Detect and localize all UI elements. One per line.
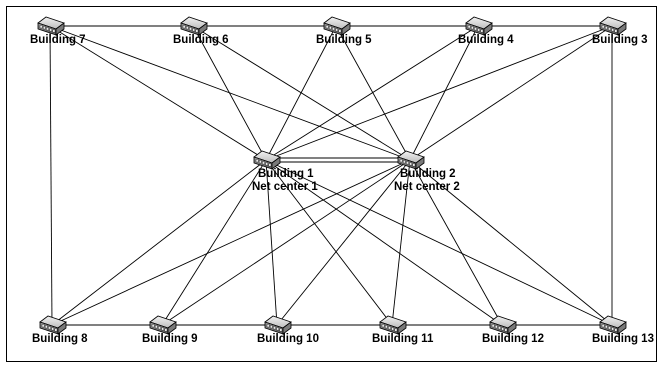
node-label: Building 10 — [257, 333, 319, 345]
nodes-layer: Building 7 Building 6 Building 5 Building 4… — [30, 16, 654, 345]
node-label: Building 4 — [458, 34, 514, 46]
links-layer — [49, 25, 613, 326]
link-b2-b13 — [409, 159, 613, 326]
link-b1-b9 — [161, 159, 267, 326]
node-building-12: Building 12 — [482, 315, 544, 345]
switch-icon — [253, 150, 281, 170]
node-label: Building 13 — [592, 333, 654, 345]
node-building-3: Building 3 — [592, 16, 648, 46]
link-b2-b7 — [49, 25, 411, 161]
switch-icon — [489, 315, 517, 335]
node-building-6: Building 6 — [173, 16, 229, 46]
node-label: Building 3 — [592, 34, 648, 46]
switch-icon — [379, 315, 407, 335]
switch-icon — [149, 315, 177, 335]
node-label: Building 5 — [316, 34, 372, 46]
link-b1-b13 — [265, 159, 613, 326]
switch-icon — [37, 16, 65, 36]
node-building-11: Building 11 — [372, 315, 434, 345]
node-building-8: Building 8 — [32, 315, 88, 345]
node-label: Building 2 — [400, 168, 456, 180]
node-building-13: Building 13 — [592, 315, 654, 345]
diagram-frame — [6, 6, 657, 362]
link-b2-b3 — [409, 25, 613, 161]
node-label: Building 12 — [482, 333, 544, 345]
switch-icon — [465, 16, 493, 36]
node-label: Building 6 — [173, 34, 229, 46]
node-sublabel: Net center 1 — [252, 181, 318, 193]
node-label: Building 11 — [372, 333, 434, 345]
link-b7-b8 — [49, 25, 53, 326]
link-b1-b10 — [265, 159, 278, 326]
node-label: Building 7 — [30, 34, 86, 46]
node-label: Building 1 — [258, 168, 314, 180]
switch-icon — [180, 16, 208, 36]
switch-icon — [599, 315, 627, 335]
switch-icon — [397, 150, 425, 170]
node-building-9: Building 9 — [142, 315, 198, 345]
link-b2-b5 — [335, 25, 411, 161]
node-building-5: Building 5 — [316, 16, 372, 46]
link-b2-b12 — [409, 159, 503, 326]
node-building-7: Building 7 — [30, 16, 86, 46]
node-label: Building 9 — [142, 333, 198, 345]
node-building-4: Building 4 — [458, 16, 514, 46]
link-b2-b8 — [51, 159, 411, 326]
node-label: Building 8 — [32, 333, 88, 345]
node-sublabel: Net center 2 — [394, 181, 460, 193]
link-b1-b8 — [51, 159, 267, 326]
switch-icon — [599, 16, 627, 36]
switch-icon — [39, 315, 67, 335]
link-b2-b4 — [409, 25, 479, 161]
link-b2-b10 — [276, 159, 411, 326]
link-b1-b7 — [49, 25, 267, 161]
link-b1-b11 — [265, 159, 393, 326]
node-building-10: Building 10 — [257, 315, 319, 345]
link-b2-b6 — [192, 25, 411, 161]
link-b1-b12 — [265, 159, 503, 326]
switch-icon — [323, 16, 351, 36]
switch-icon — [264, 315, 292, 335]
link-b1-b3 — [265, 25, 613, 161]
link-b2-b9 — [161, 159, 411, 326]
link-b2-b11 — [391, 159, 411, 326]
link-b1-b4 — [265, 25, 479, 161]
